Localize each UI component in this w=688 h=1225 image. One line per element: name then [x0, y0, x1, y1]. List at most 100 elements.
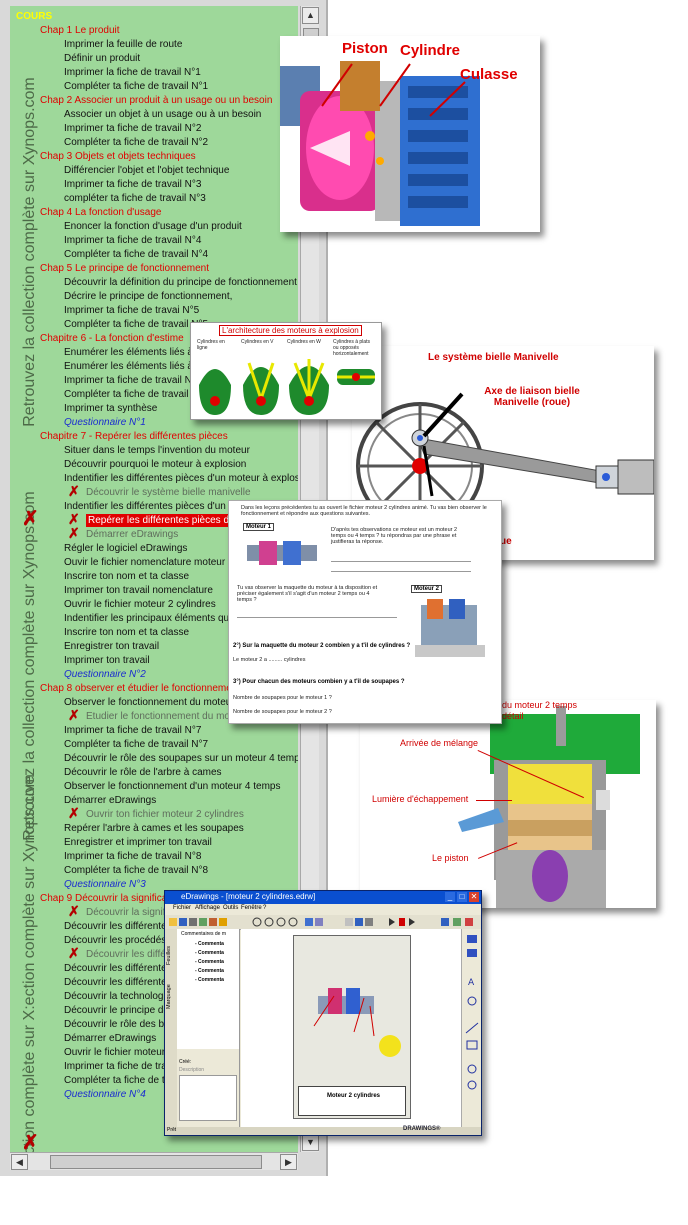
tree-item[interactable]: Découvrir les différentes — [64, 963, 172, 974]
tree-item[interactable]: Indentifier les principaux éléments qui … — [64, 613, 298, 624]
tree-item[interactable]: Compléter ta fiche de travail N°4 — [64, 249, 209, 260]
tree-item[interactable]: Démarrer eDrawings — [64, 1033, 157, 1044]
tree-root-cours[interactable]: COURS — [16, 11, 53, 22]
tree-item[interactable]: Imprimer ta fiche de tra — [64, 1061, 167, 1072]
tree-item[interactable]: Enregistrer ton travail — [64, 641, 160, 652]
tree-item[interactable]: Enumérer les éléments liés à la fonction… — [64, 361, 279, 372]
menu-fenetre[interactable]: Fenêtre — [241, 905, 262, 911]
tree-item[interactable]: Inscrire ton nom et ta classe — [64, 571, 190, 582]
tree-item[interactable]: Imprimer ta fiche de travail N°7 — [64, 725, 202, 736]
tree-item[interactable]: Imprimer ton travail nomenclature — [64, 585, 213, 596]
tree-item[interactable]: Imprimer ta fiche de travail N°8 — [64, 851, 202, 862]
markup-tool-icons[interactable]: A — [462, 929, 482, 1127]
tree-item[interactable]: Imprimer ta fiche de travail N°3 — [64, 179, 202, 190]
scroll-right-button[interactable]: ▶ — [280, 1154, 297, 1170]
tree-item[interactable]: Imprimer ta fiche de travail N°6 — [64, 375, 202, 386]
window-title-bar[interactable]: eDrawings - [moteur 2 cylindres.edrw] ✕ … — [165, 891, 481, 904]
close-icon[interactable]: ✕ — [469, 892, 479, 902]
tree-item[interactable]: Enregistrer et imprimer ton travail — [64, 837, 212, 848]
tree-item[interactable]: Compléter ta fiche de travail N°8 — [64, 865, 209, 876]
menu-affichage[interactable]: Affichage — [195, 905, 220, 911]
tree-item[interactable]: - Commenta — [195, 968, 224, 974]
tree-item[interactable]: Observer le fonctionnement d'un moteur 4… — [64, 781, 281, 792]
tree-item[interactable]: Compléter ta fiche de travail N°6 — [64, 389, 209, 400]
tree-item[interactable]: Découvrir les différentes — [86, 949, 194, 960]
tree-item[interactable]: Découvrir le rôle des soupapes sur un mo… — [64, 753, 298, 764]
tree-item[interactable]: Imprimer ta fiche de travai N°5 — [64, 305, 200, 316]
tree-item[interactable]: - Commenta — [195, 950, 224, 956]
tree-item[interactable]: Démarrer eDrawings — [86, 529, 179, 540]
tree-item[interactable]: Décrire le principe de fonctionnement, — [64, 291, 233, 302]
tree-chapter[interactable]: Chapitre 7 - Repérer les différentes piè… — [40, 431, 228, 442]
tree-item[interactable]: Etudier le fonctionnement du moteur 2 te… — [86, 711, 286, 722]
tree-item[interactable]: Ouvrir le fichier moteur — [64, 1047, 166, 1058]
tree-item[interactable]: compléter ta fiche de travail N°3 — [64, 193, 206, 204]
tree-item[interactable]: Imprimer ton travail — [64, 655, 150, 666]
tree-item[interactable]: Découvrir les différentes — [64, 977, 172, 988]
tree-item[interactable]: Compléter ta fiche de travail N°7 — [64, 739, 209, 750]
tree-item[interactable]: Ouvrir le fichier moteur 2 cylindres — [64, 599, 216, 610]
tree-chapter[interactable]: Chap 9 Découvrir la signification — [40, 893, 184, 904]
tree-item[interactable]: Compléter ta fiche de travail N°2 — [64, 137, 209, 148]
tree-item[interactable]: Observer le fonctionnement du moteur 2 t… — [64, 697, 273, 708]
tree-item[interactable]: Enoncer la fonction d'usage d'un produit — [64, 221, 242, 232]
tree-item[interactable]: Régler le logiciel eDrawings — [64, 543, 188, 554]
tree-item[interactable]: Découvrir la signification — [86, 907, 195, 918]
tab-feuilles[interactable]: Feuilles — [166, 946, 172, 965]
tree-item[interactable]: Démarrer eDrawings — [64, 795, 157, 806]
tree-item[interactable]: Découvrir le rôle de l'arbre à cames — [64, 767, 222, 778]
tree-item[interactable]: Imprimer la fiche de travail N°1 — [64, 67, 201, 78]
tree-item[interactable]: - Commenta — [195, 977, 224, 983]
tree-chapter[interactable]: Chap 8 observer et étudier le fonctionne… — [40, 683, 296, 694]
horizontal-scrollbar[interactable]: ◀ ▶ — [10, 1152, 298, 1170]
tree-item[interactable]: Découvrir le principe de — [64, 1005, 170, 1016]
tree-item[interactable]: Repérer l'arbre à cames et les soupapes — [64, 823, 244, 834]
tree-item[interactable]: - Commenta — [195, 941, 224, 947]
tree-item[interactable]: Imprimer ta synthèse — [64, 403, 158, 414]
tree-quiz-item[interactable]: Questionnaire N°1 — [64, 417, 146, 428]
tree-item[interactable]: Différencier l'objet et l'objet techniqu… — [64, 165, 230, 176]
tree-item[interactable]: Enumérer les éléments liés à la fonction… — [64, 347, 282, 358]
tree-item[interactable]: Découvrir la définition du principe de f… — [64, 277, 297, 288]
menu-outils[interactable]: Outils — [223, 905, 239, 911]
tree-item[interactable]: Associer un objet à un usage ou à un bes… — [64, 109, 262, 120]
tree-chapter[interactable]: Chapitre 6 - La fonction d'estime — [40, 333, 184, 344]
tree-chapter[interactable]: Chap 4 La fonction d'usage — [40, 207, 162, 218]
tree-item[interactable]: Ouvir le fichier nomenclature moteur — [64, 557, 226, 568]
tree-chapter[interactable]: Chap 2 Associer un produit à un usage ou… — [40, 95, 273, 106]
tree-item[interactable]: Imprimer la feuille de route — [64, 39, 183, 50]
tree-item[interactable]: Compléter ta fiche de travail N°5 — [64, 319, 209, 330]
menu-help[interactable]: ? — [263, 905, 267, 911]
tree-chapter[interactable]: Chap 5 Le principe de fonctionnement — [40, 263, 210, 274]
markup-tree-pane[interactable]: Commentaires de m - Commenta - Commenta … — [177, 929, 240, 1129]
tree-item[interactable]: Découvrir le rôle des bo — [64, 1019, 170, 1030]
tree-item[interactable]: Indentifier les différentes pièces d'un … — [64, 473, 298, 484]
description-box[interactable] — [179, 1075, 237, 1121]
tree-item[interactable]: Situer dans le temps l'invention du mote… — [64, 445, 250, 456]
tab-marquage[interactable]: Marquage — [166, 984, 172, 1009]
minimize-icon[interactable]: _ — [445, 892, 455, 902]
tree-item[interactable]: Découvrir les différentes — [64, 921, 172, 932]
tree-quiz-item[interactable]: Questionnaire N°2 — [64, 669, 146, 680]
tree-item[interactable]: Découvrir le système bielle manivelle — [86, 487, 251, 498]
tree-item[interactable]: Ouvrir ton fichier moteur 2 cylindres — [86, 809, 244, 820]
tree-item[interactable]: Découvrir pourquoi le moteur à explosion — [64, 459, 247, 470]
tree-item[interactable]: Découvrir les procédés — [64, 935, 167, 946]
tree-item[interactable]: Imprimer ta fiche de travail N°4 — [64, 235, 202, 246]
tree-item[interactable]: Indentifier les différentes pièces d'un … — [64, 501, 260, 512]
maximize-icon[interactable]: □ — [457, 892, 467, 902]
drawing-viewport[interactable]: Moteur 2 cylindres — [241, 929, 461, 1127]
menu-fichier[interactable]: Fichier — [173, 905, 192, 911]
tree-item[interactable]: - Commenta — [195, 959, 224, 965]
tree-item[interactable]: Découvrir la technologie — [64, 991, 172, 1002]
toolbar-icons[interactable] — [165, 915, 481, 929]
tree-chapter[interactable]: Chap 1 Le produit — [40, 25, 120, 36]
scroll-left-button[interactable]: ◀ — [11, 1154, 28, 1170]
tree-chapter[interactable]: Chap 3 Objets et objets techniques — [40, 151, 196, 162]
tree-quiz-item[interactable]: Questionnaire N°3 — [64, 879, 146, 890]
tree-quiz-item[interactable]: Questionnaire N°4 — [64, 1089, 146, 1100]
tree-item[interactable]: Inscrire ton nom et ta classe — [64, 627, 190, 638]
tree-item[interactable]: Définir un produit — [64, 53, 141, 64]
scroll-up-button[interactable]: ▲ — [302, 7, 319, 24]
tree-item[interactable]: Compléter ta fiche de tra — [64, 1075, 174, 1086]
